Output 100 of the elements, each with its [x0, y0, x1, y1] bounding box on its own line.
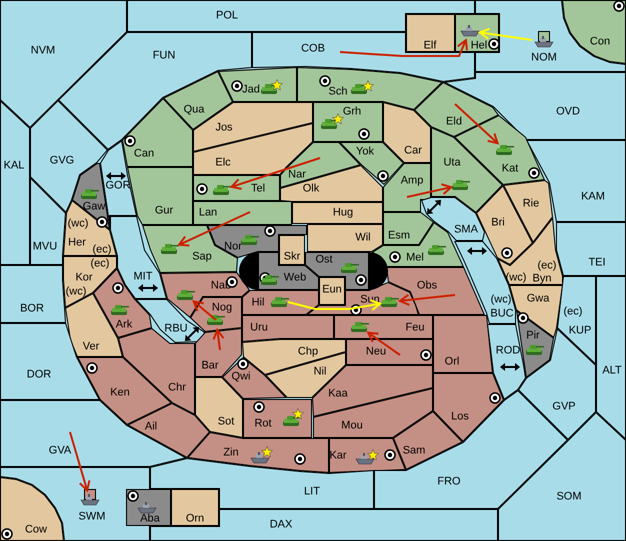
region-label: Feu	[406, 322, 424, 334]
region-label: Car	[404, 146, 422, 156]
region-label: Grh	[342, 106, 362, 118]
order-arrow	[340, 39, 468, 57]
sea-region	[557, 276, 596, 365]
region-label: Ark	[116, 320, 132, 330]
region-label: Mou	[341, 420, 363, 432]
region-label: Amp	[400, 176, 424, 186]
region-label: Gaw	[82, 202, 106, 212]
region-label: Cow	[25, 524, 47, 536]
land-region	[0, 477, 64, 541]
order-arrow	[288, 299, 382, 312]
region-label: Bri	[491, 218, 505, 228]
coast-label: (ec)	[564, 306, 582, 318]
region-label: Skr	[284, 252, 300, 262]
region-label: Lan	[198, 208, 218, 218]
land-region	[406, 14, 455, 52]
order-arrow	[230, 157, 320, 190]
region-label: Zin	[223, 448, 239, 458]
region-label: Nor	[224, 242, 242, 252]
order-arrow	[69, 432, 90, 492]
region-label: FUN	[152, 50, 176, 62]
region-label: GVG	[50, 156, 74, 166]
region-label: Ail	[144, 422, 158, 432]
land-region	[279, 235, 305, 265]
region-label: DOR	[26, 370, 52, 380]
region-label: Chp	[298, 346, 318, 358]
coast-label: (wc)	[68, 218, 88, 230]
order-arrow	[367, 332, 401, 356]
region-label: MVU	[32, 242, 58, 252]
region-label: GOR	[105, 180, 131, 192]
coast-label: (ec)	[92, 244, 112, 256]
order-arrow	[406, 183, 452, 198]
region-label: Kar	[329, 450, 347, 462]
land-region	[383, 163, 431, 212]
sea-region	[127, 0, 475, 32]
region-label: ALT	[602, 366, 622, 376]
region-label: KUP	[568, 326, 592, 336]
land-region	[319, 277, 345, 305]
sea-region	[0, 0, 127, 128]
land-region	[313, 102, 383, 142]
region-label: GVA	[48, 446, 72, 456]
land-region	[433, 315, 493, 373]
land-region	[383, 102, 431, 163]
land-region	[334, 315, 433, 339]
order-arrow	[478, 28, 532, 41]
region-label: Rie	[522, 198, 540, 210]
region-label: LIT	[304, 486, 320, 498]
region-label: Her	[68, 238, 86, 248]
region-label: MIT	[134, 272, 152, 282]
land-region	[292, 202, 383, 224]
region-label: Sot	[218, 416, 234, 428]
land-region	[193, 201, 292, 225]
region-label: Sam	[402, 446, 426, 456]
region-label: Rot	[254, 418, 272, 430]
region-label: Jos	[215, 122, 233, 134]
region-label: Ver	[82, 342, 100, 352]
region-label: Byn	[532, 274, 552, 284]
region-label: Aba	[140, 514, 160, 524]
region-label: Neu	[366, 346, 386, 358]
region-label: BUC	[490, 308, 514, 320]
sea-region	[110, 216, 167, 299]
coast-label: (ec)	[538, 260, 556, 272]
region-label: Gwa	[526, 294, 550, 304]
land-region	[127, 403, 210, 458]
land-region	[163, 71, 233, 130]
region-label: Esm	[388, 230, 410, 242]
region-label: Nar	[288, 170, 306, 180]
region-label: Mel	[406, 252, 424, 264]
region-label: Web	[284, 272, 306, 284]
region-label: Chr	[168, 382, 186, 394]
region-label: NOM	[531, 52, 557, 64]
region-label: OVD	[556, 106, 580, 118]
region-label: SMA	[454, 224, 478, 236]
land-region	[171, 489, 219, 526]
region-label: Tel	[250, 184, 266, 194]
region-label: Hel	[470, 40, 488, 52]
region-label: Elf	[424, 40, 436, 52]
region-label: Elc	[215, 158, 231, 168]
region-label: Nog	[212, 302, 232, 314]
sea-region	[30, 177, 66, 265]
region-label: DAX	[270, 520, 292, 530]
land-region	[280, 165, 383, 202]
sea-region	[30, 100, 108, 213]
region-label: Con	[590, 36, 610, 48]
land-region	[503, 180, 553, 243]
region-label: Orl	[444, 356, 460, 368]
region-label: Yok	[356, 146, 374, 158]
land-region	[383, 212, 434, 245]
region-label: Qwi	[232, 372, 250, 382]
region-label: Can	[134, 148, 154, 160]
region-label: Sap	[192, 252, 212, 262]
sea-region	[150, 458, 374, 509]
region-label: Orn	[186, 514, 204, 524]
region-label: Qua	[184, 104, 204, 116]
region-label: FRO	[437, 476, 461, 488]
region-label: ROD	[496, 346, 520, 356]
sea-region	[0, 400, 187, 467]
region-label: KAL	[4, 160, 24, 172]
region-label: Eld	[446, 116, 462, 128]
